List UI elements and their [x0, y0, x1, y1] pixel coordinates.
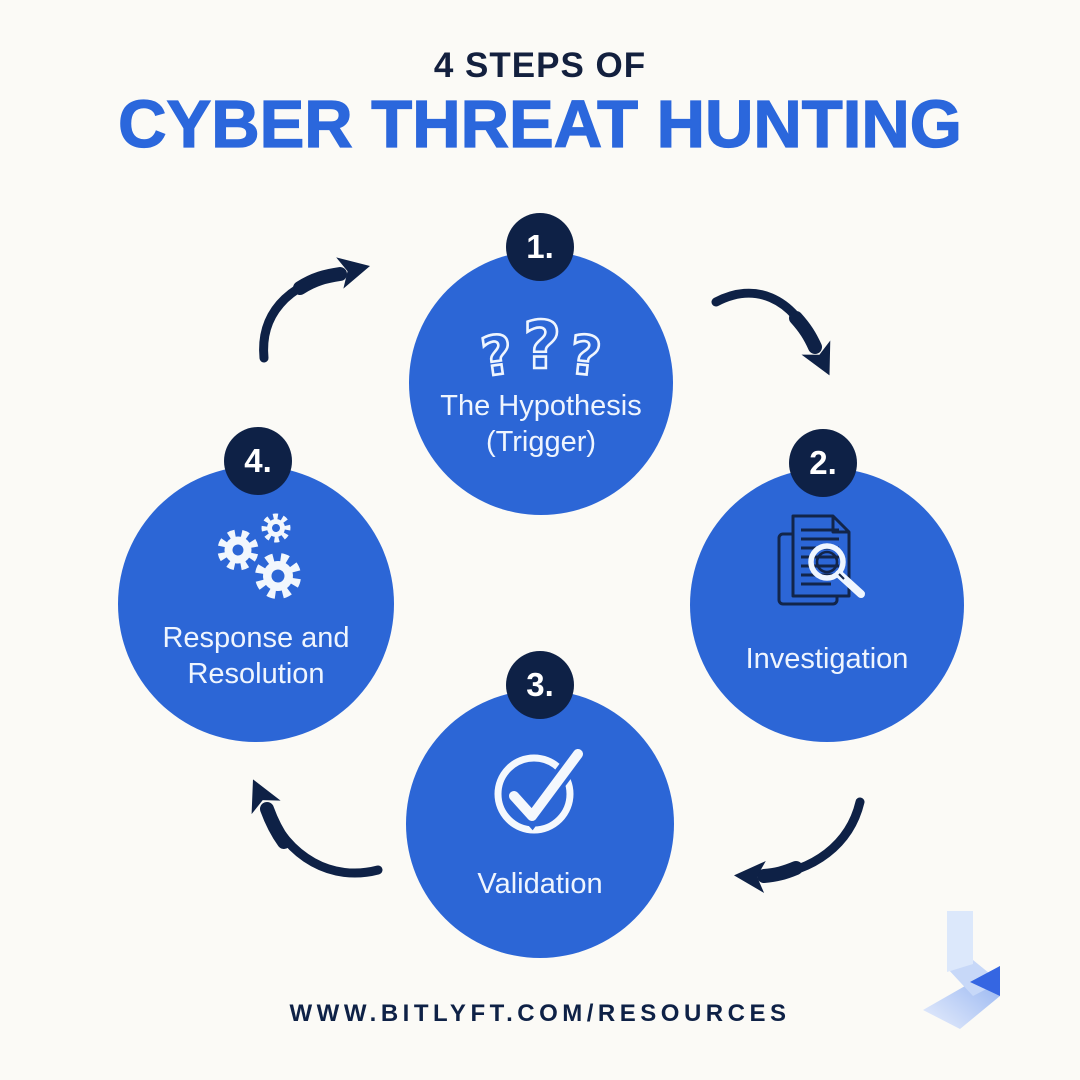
step-4-number: 4.: [244, 442, 272, 479]
svg-text:?: ?: [567, 323, 605, 385]
step-1-label: The Hypothesis (Trigger): [409, 388, 673, 461]
gears-icon: [217, 513, 301, 599]
step-3-number: 3.: [526, 666, 554, 703]
step-4-label-line2: Resolution: [187, 658, 325, 691]
cycle-arrow-4-to-1-icon: [259, 257, 370, 363]
step-2-badge: 2.: [789, 429, 857, 497]
step-2-number: 2.: [809, 444, 837, 481]
step-3-label-line1: Validation: [477, 868, 603, 900]
step-4-badge: 4.: [224, 427, 292, 495]
cycle-arrow-2-to-3-icon: [733, 797, 865, 893]
step-1-label-line1: The Hypothesis: [440, 390, 642, 422]
bitlyft-logo: [923, 911, 1000, 1029]
step-4-label-line1: Response and: [162, 622, 350, 654]
step-1-badge: 1.: [506, 213, 574, 281]
footer-url: WWW.BITLYFT.COM/RESOURCES: [289, 1000, 791, 1027]
check-circle-icon: [494, 748, 586, 834]
document-magnifier-icon: [777, 514, 865, 606]
cycle-arrow-3-to-4-icon: [251, 779, 383, 878]
step-1-number: 1.: [526, 228, 554, 265]
step-3-label: Validation: [406, 866, 674, 902]
step-1-label-line2: (Trigger): [485, 426, 597, 459]
step-4-circle: [118, 466, 394, 742]
question-marks-icon: ? ? ?: [476, 306, 606, 385]
title-eyebrow: 4 STEPS OF: [433, 46, 647, 85]
step-1-circle: [409, 251, 673, 515]
step-3-circle: [406, 690, 674, 958]
page-title: CYBER THREAT HUNTING: [118, 87, 963, 162]
step-3-badge: 3.: [506, 651, 574, 719]
step-2-label-line1: Investigation: [745, 643, 909, 675]
step-2-label: Investigation: [690, 641, 964, 677]
cycle-arrow-1-to-2-icon: [711, 288, 831, 376]
svg-text:?: ?: [477, 322, 517, 385]
step-4-label: Response and Resolution: [118, 620, 394, 693]
svg-text:?: ?: [523, 307, 561, 384]
